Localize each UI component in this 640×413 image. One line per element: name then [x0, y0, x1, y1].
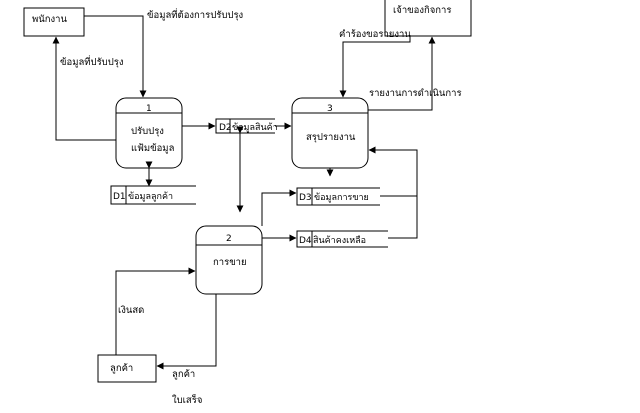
- flow-update-needed-label: ข้อมูลที่ต้องการปรับปรุง: [147, 8, 243, 21]
- process-2-name: การขาย: [213, 257, 247, 268]
- datastore-d2-product-data[interactable]: D2 ข้อมูลสินค้า: [215, 118, 278, 134]
- flow-update-needed: ข้อมูลที่ต้องการปรับปรุง: [84, 8, 243, 98]
- datastore-d4-id: D4: [299, 236, 312, 246]
- process-1-number: 1: [146, 104, 152, 114]
- flow-customer-label: ลูกค้า: [172, 369, 195, 380]
- flow-operation-report-label: รายงานการดำเนินการ: [369, 88, 462, 99]
- datastore-d3-name: ข้อมูลการขาย: [314, 192, 369, 203]
- flow-report-request-label: คำร้องขอรายงาน: [339, 29, 411, 40]
- flow-report-request: คำร้องขอรายงาน: [339, 29, 411, 98]
- datastore-d2-id: D2: [219, 123, 232, 133]
- datastore-d1-id: D1: [113, 192, 126, 202]
- flow-cash: เงินสด: [115, 267, 196, 355]
- process-3-summary-report[interactable]: 3 สรุปรายงาน: [291, 97, 369, 169]
- datastore-d1-customer-data[interactable]: D1 ข้อมูลลูกค้า: [110, 185, 196, 205]
- datastore-d4-stock-remaining[interactable]: D4 สินค้าคงเหลือ: [296, 230, 388, 248]
- entity-customer-label: ลูกค้า: [110, 363, 133, 374]
- datastore-d2-name: ข้อมูลสินค้า: [232, 122, 278, 133]
- datastore-d3-sales-data[interactable]: D3 ข้อมูลการขาย: [296, 187, 380, 206]
- process-1-name-line2: แฟ้มข้อมูล: [131, 143, 175, 154]
- flow-updated-data-label: ข้อมูลที่ปรับปรุง: [60, 55, 123, 68]
- flow-d4-to-p3: [388, 196, 418, 239]
- process-2-sales[interactable]: 2 การขาย: [195, 225, 263, 295]
- entity-employee-label: พนักงาน: [32, 14, 67, 25]
- datastore-d1-name: ข้อมูลลูกค้า: [128, 191, 173, 202]
- flow-cash-label: เงินสด: [118, 305, 144, 316]
- entity-business-owner-label: เจ้าของกิจการ: [393, 5, 452, 16]
- process-1-name-line1: ปรับปรุง: [131, 126, 164, 137]
- process-2-number: 2: [226, 234, 232, 244]
- process-3-number: 3: [327, 104, 333, 114]
- flow-receipt-label: ใบเสร็จ: [172, 393, 202, 406]
- flow-d3-to-p3: [368, 146, 418, 197]
- flow-updated-data: ข้อมูลที่ปรับปรุง: [52, 36, 123, 141]
- process-1-update-files[interactable]: 1 ปรับปรุง แฟ้มข้อมูล: [115, 97, 183, 169]
- process-3-name: สรุปรายงาน: [306, 132, 356, 143]
- flow-operation-report: รายงานการดำเนินการ: [368, 36, 462, 111]
- datastore-d4-name: สินค้าคงเหลือ: [313, 235, 366, 246]
- entity-customer[interactable]: ลูกค้า: [97, 354, 157, 383]
- flow-p2-to-d3: [261, 189, 297, 226]
- entity-employee[interactable]: พนักงาน: [23, 7, 85, 37]
- entity-business-owner[interactable]: เจ้าของกิจการ: [384, 0, 472, 37]
- flow-customer-return: ลูกค้า: [156, 294, 217, 380]
- datastore-d3-id: D3: [299, 193, 312, 203]
